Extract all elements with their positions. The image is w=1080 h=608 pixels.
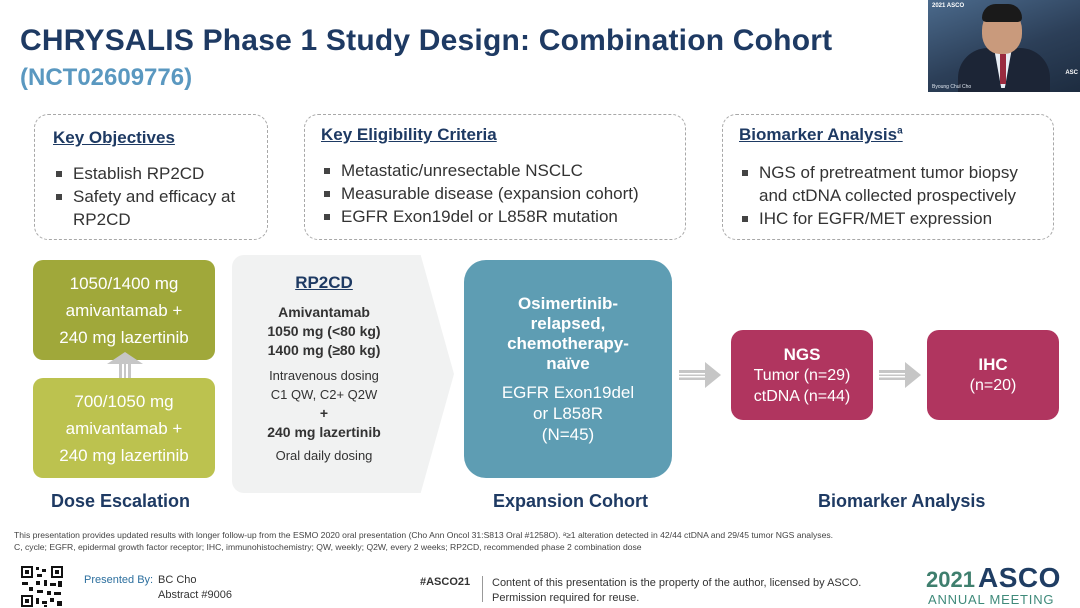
expansion-line: (N=45) [541,425,595,444]
expansion-line: relapsed, [530,314,606,333]
footnote-marker: a [897,125,903,137]
page-title: CHRYSALIS Phase 1 Study Design: Combinat… [20,24,833,57]
footnote: This presentation provides updated resul… [14,530,834,540]
rights-line-1: Content of this presentation is the prop… [492,577,862,589]
dose-level-2-line: amivantamab + [65,300,183,320]
ngs-tumor: Tumor (n=29) [753,366,851,384]
key-objectives-list: Establish RP2CD Safety and efficacy at R… [53,162,263,231]
rights-notice: Content of this presentation is the prop… [492,576,892,606]
ihc-count: (n=20) [969,377,1017,394]
rp2cd-drug1: Amivantamab [278,304,370,320]
expansion-line: Osimertinib- [517,294,619,313]
dose-level-1-box: 700/1050 mg amivantamab + 240 mg lazerti… [33,378,215,478]
list-item: NGS of pretreatment tumor biopsy and ctD… [739,161,1049,207]
ihc-heading: IHC [978,355,1008,374]
list-item: EGFR Exon19del or L858R mutation [321,205,681,228]
key-objectives-heading: Key Objectives [53,128,175,147]
rights-line-2: Permission required for reuse. [492,592,640,604]
presenter-name: BC Cho [158,574,197,586]
asco-logo-year: 2021 [926,567,975,592]
dose-escalation-caption: Dose Escalation [51,491,191,511]
expansion-line: naïve [546,354,590,373]
biomarker-analysis-list: NGS of pretreatment tumor biopsy and ctD… [739,161,1049,230]
biomarker-analysis-heading: Biomarker Analysisa [739,125,903,145]
page-subtitle: (NCT02609776) [20,64,193,91]
key-eligibility-box: Key Eligibility Criteria Metastatic/unre… [304,114,686,240]
presenter-video[interactable]: 2021 ASCO ASC Byoung Chul Cho [928,0,1080,92]
key-objectives-box: Key Objectives Establish RP2CD Safety an… [34,114,268,240]
ngs-heading: NGS [783,344,821,364]
ngs-ctdna: ctDNA (n=44) [753,387,851,405]
list-item: Measurable disease (expansion cohort) [321,182,681,205]
dose-level-2-line: 240 mg lazertinib [59,327,189,347]
rp2cd-content: RP2CD Amivantamab 1050 mg (<80 kg) 1400 … [232,255,416,465]
abbreviations: C, cycle; EGFR, epidermal growth factor … [14,542,642,552]
expansion-cohort-box: Osimertinib- relapsed, chemotherapy- naï… [464,260,672,478]
rp2cd-chevron [232,255,454,493]
list-item: Metastatic/unresectable NSCLC [321,159,681,182]
asco-logo-subtitle: ANNUAL MEETING [928,592,1055,607]
qr-code-icon[interactable] [20,565,64,608]
expansion-line: chemotherapy- [507,334,629,353]
dose-level-2-box: 1050/1400 mg amivantamab + 240 mg lazert… [33,260,215,360]
footer-divider [482,576,483,602]
ngs-box: NGS Tumor (n=29) ctDNA (n=44) [731,330,873,420]
rp2cd-dose1: 1050 mg (<80 kg) [267,323,381,339]
expansion-cohort-caption: Expansion Cohort [493,491,649,511]
rp2cd-drug2: 240 mg lazertinib [267,424,381,440]
rp2cd-plus: + [319,405,329,421]
presented-by-label: Presented By: [84,574,154,586]
dose-level-1-line: 240 mg lazertinib [59,445,189,465]
hashtag: #ASCO21 [420,576,471,588]
right-arrow-icon [879,362,921,388]
expansion-line: or L858R [533,404,603,423]
video-presenter-name: Byoung Chul Cho [932,84,972,90]
expansion-line: EGFR Exon19del [501,383,635,402]
up-arrow-icon [107,352,143,380]
dose-level-1-line: amivantamab + [65,418,183,438]
rp2cd-route2: Oral daily dosing [275,448,373,463]
ihc-box: IHC (n=20) [927,330,1059,420]
video-side-logo: ASC [1065,70,1078,76]
presenter-hair [982,4,1022,22]
key-eligibility-heading: Key Eligibility Criteria [321,125,497,144]
right-arrow-icon [679,362,721,388]
asco-logo-name: ASCO [978,562,1061,593]
list-item: Establish RP2CD [53,162,263,185]
biomarker-heading-text: Biomarker Analysis [739,125,898,144]
dose-level-1-line: 700/1050 mg [74,391,174,411]
abstract-number: Abstract #9006 [158,589,232,601]
rp2cd-heading: RP2CD [295,273,353,292]
biomarker-analysis-box: Biomarker Analysisa NGS of pretreatment … [722,114,1054,240]
dose-level-2-line: 1050/1400 mg [69,273,179,293]
rp2cd-route1: Intravenous dosing [269,368,379,383]
presenter-tie [1000,54,1006,84]
rp2cd-dose2: 1400 mg (≥80 kg) [267,342,381,358]
list-item: IHC for EGFR/MET expression [739,207,1049,230]
rp2cd-schedule1: C1 QW, C2+ Q2W [270,387,378,402]
key-eligibility-list: Metastatic/unresectable NSCLC Measurable… [321,159,681,228]
biomarker-analysis-caption: Biomarker Analysis [818,491,986,511]
video-logo: 2021 ASCO [932,3,965,9]
list-item: Safety and efficacy at RP2CD [53,185,263,231]
